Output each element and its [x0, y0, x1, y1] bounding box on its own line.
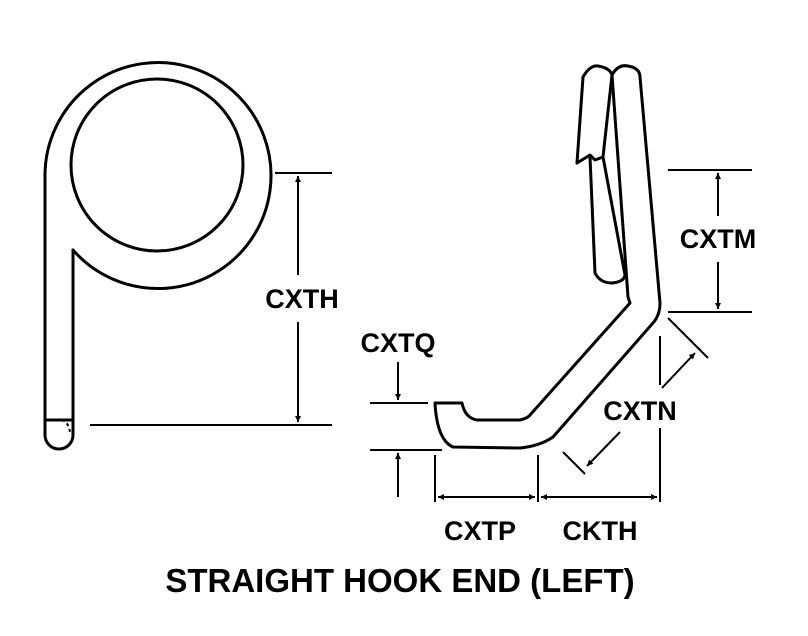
- coil-inner: [69, 77, 245, 253]
- coil-side-view: [43, 61, 273, 451]
- hook-end-view: [433, 64, 662, 450]
- dimension-cxtm: CXTM: [668, 169, 757, 313]
- label-cxtq: CXTQ: [360, 328, 435, 358]
- dimension-cxth: CXTH: [90, 172, 339, 426]
- label-cxtm: CXTM: [680, 224, 757, 254]
- label-cxtn: CXTN: [603, 396, 677, 426]
- diagram-title: STRAIGHT HOOK END (LEFT): [165, 562, 634, 599]
- label-cxtp: CXTP: [444, 516, 516, 546]
- coil-outer: [43, 61, 273, 291]
- dimension-cxtn: CXTN: [562, 317, 709, 502]
- label-cxth: CXTH: [265, 284, 339, 314]
- dimension-cxtp-ckth: CXTP CKTH: [434, 455, 657, 546]
- label-ckth: CKTH: [563, 516, 638, 546]
- dimension-cxtq: CXTQ: [360, 328, 442, 497]
